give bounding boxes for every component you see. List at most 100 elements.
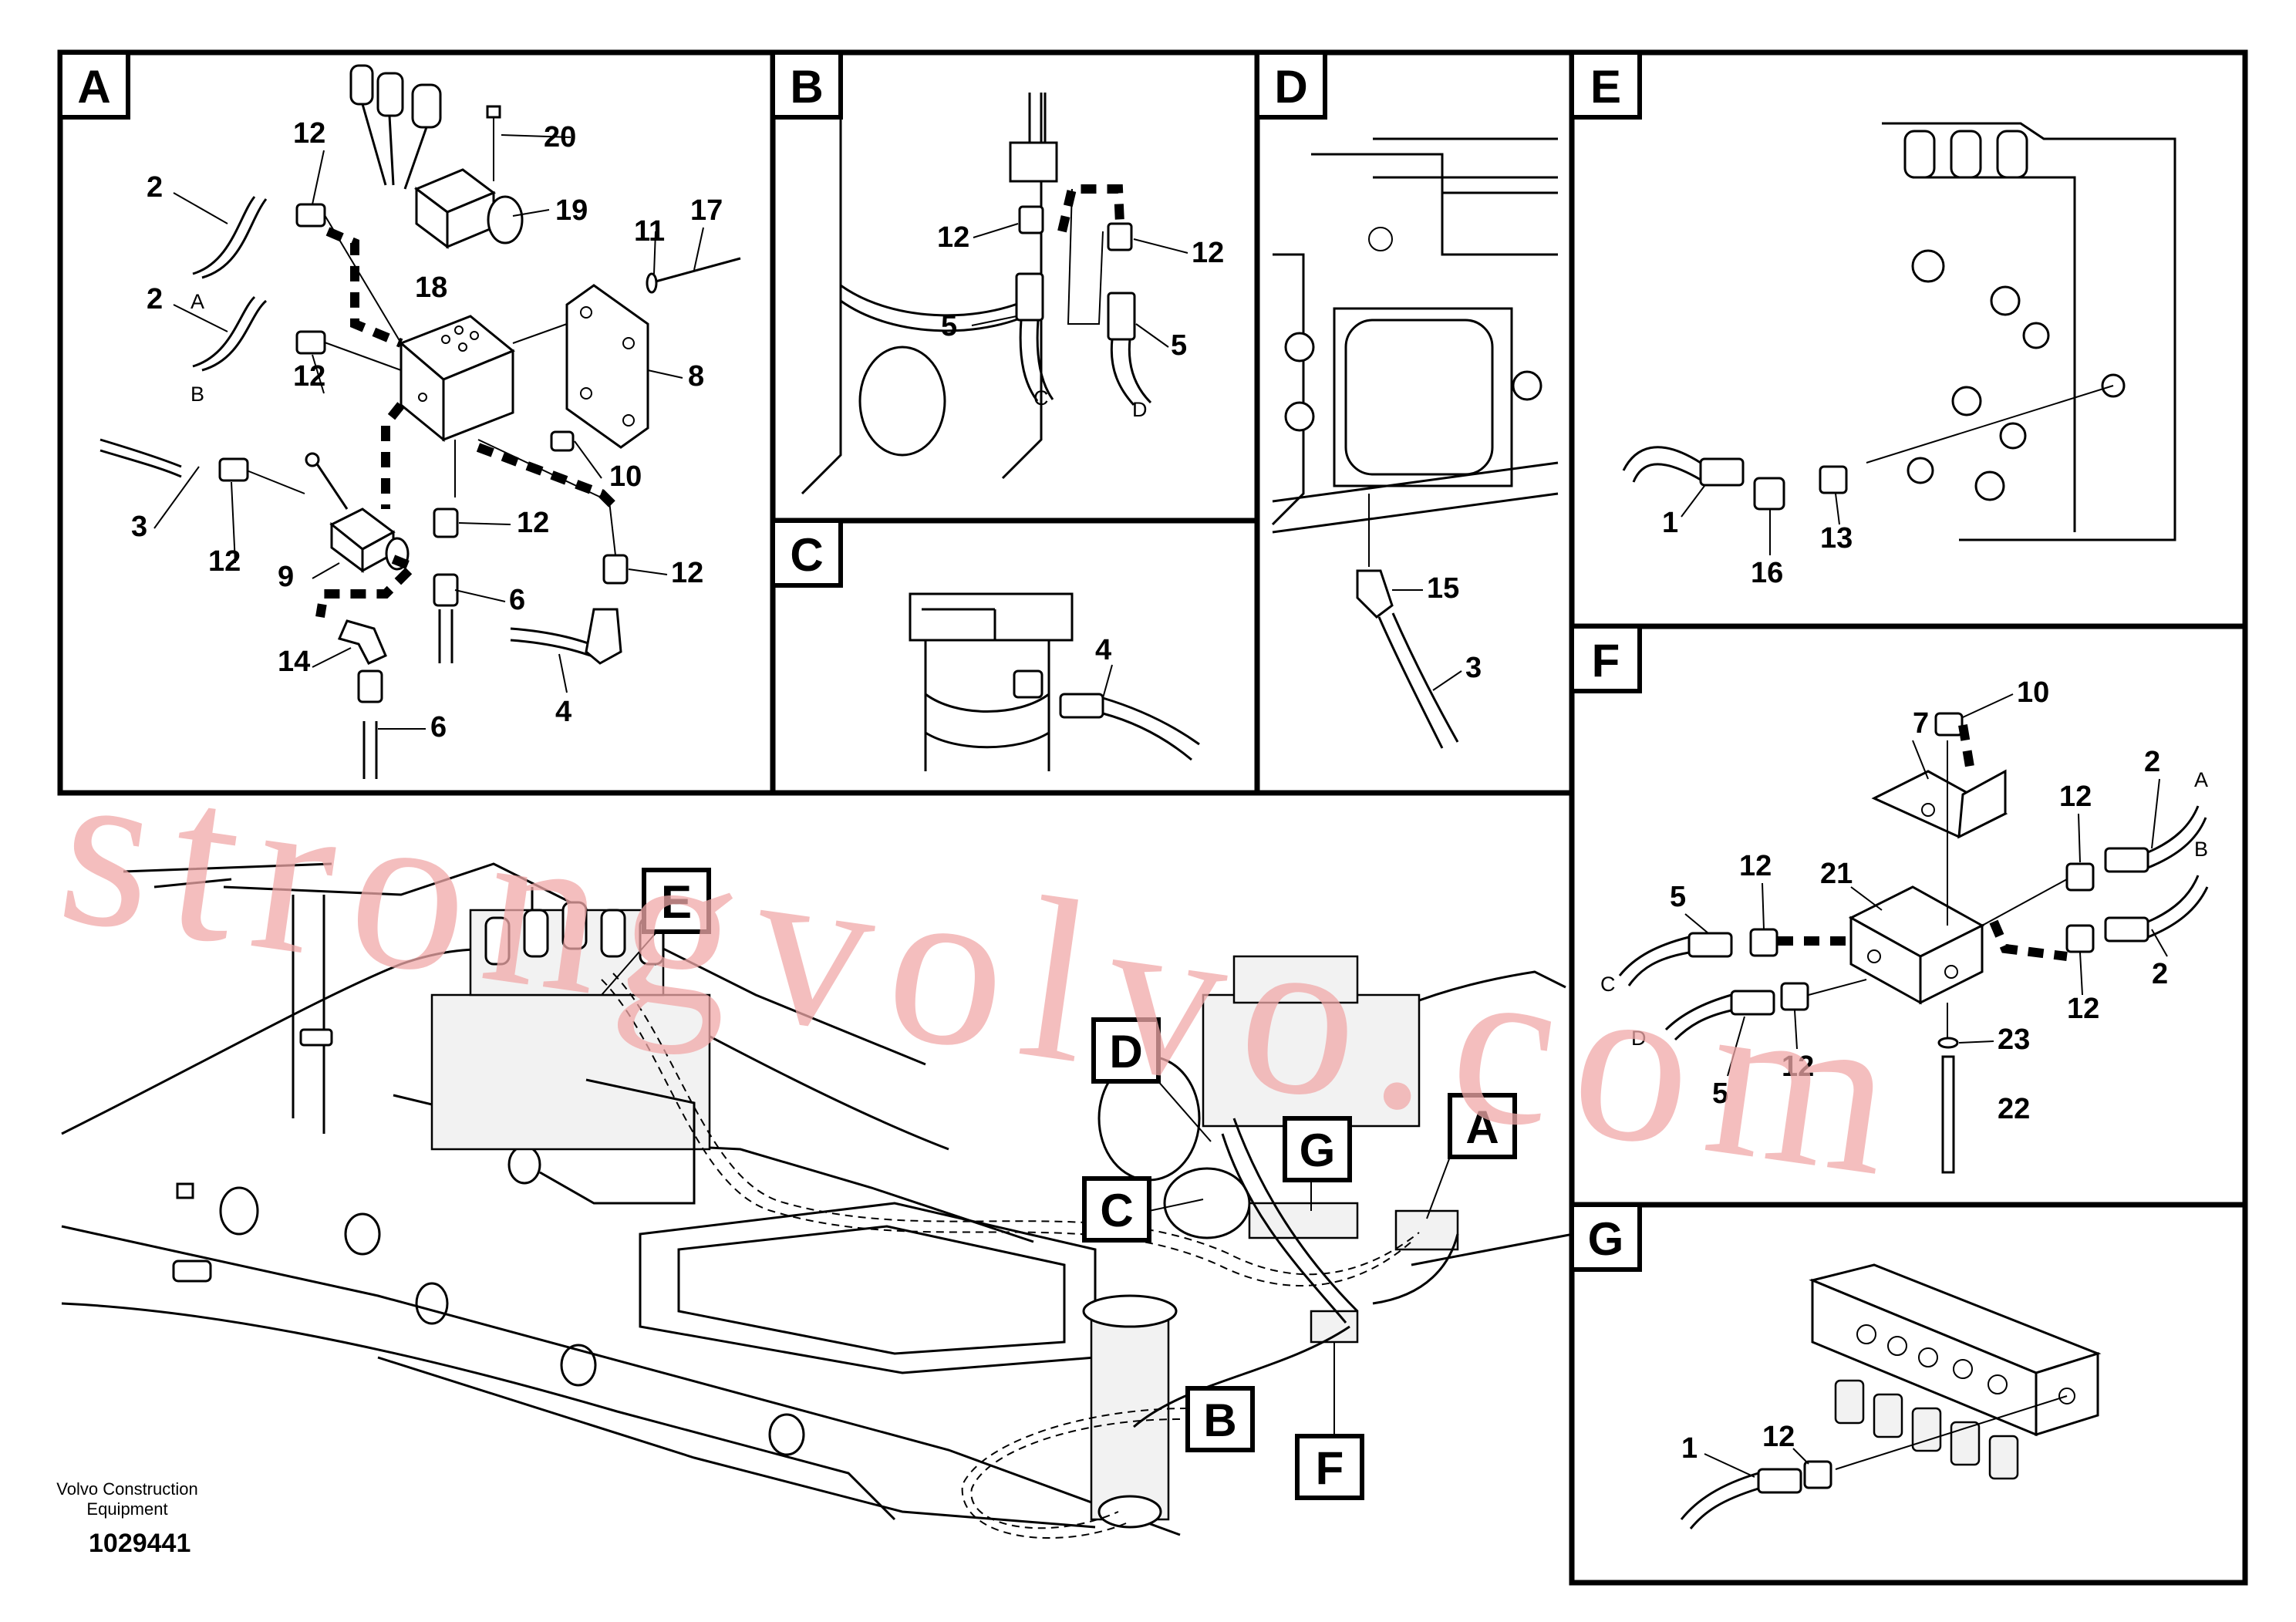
overview-frame bbox=[61, 862, 1574, 1539]
callout-f-2a: 2 bbox=[2144, 746, 2160, 778]
callout-f-10: 10 bbox=[2017, 676, 2049, 709]
callout-a-letter-b: B bbox=[190, 383, 204, 406]
overview-tag-a: A bbox=[1426, 1093, 1517, 1219]
panel-c-tag: C bbox=[770, 518, 843, 588]
overview-tag-e: E bbox=[601, 868, 711, 996]
svg-text:C: C bbox=[790, 529, 823, 581]
callout-a-2b: 2 bbox=[147, 283, 163, 315]
fitting-b-12a bbox=[1018, 205, 1044, 234]
callout-b-5a: 5 bbox=[941, 310, 957, 342]
control-valve-group bbox=[430, 993, 711, 1151]
fitting-b-12b bbox=[1107, 222, 1133, 251]
elbow-15 bbox=[1356, 569, 1394, 619]
overview-tag-c: C bbox=[1082, 1176, 1204, 1243]
callout-f-letter-d: D bbox=[1631, 1027, 1647, 1050]
callout-a-6a: 6 bbox=[509, 584, 525, 616]
elbow-14 bbox=[337, 619, 387, 665]
panel-f-drawing: 7 10 12 2 A B 12 21 5 C D 2 12 12 5 23 2… bbox=[1600, 676, 2209, 1174]
callout-d-15: 15 bbox=[1427, 572, 1459, 605]
callout-a-3: 3 bbox=[131, 511, 147, 543]
callout-f-5b: 5 bbox=[1712, 1077, 1728, 1110]
fitting-12-a bbox=[295, 203, 326, 228]
hydraulic-pump bbox=[1202, 993, 1421, 1128]
panel-g-tag: G bbox=[1569, 1202, 1642, 1272]
svg-text:D: D bbox=[1109, 1026, 1142, 1077]
hose-3 bbox=[99, 438, 182, 468]
callout-f-23: 23 bbox=[1998, 1023, 2030, 1056]
panel-g-frame bbox=[1569, 1202, 2248, 1586]
svg-text:A: A bbox=[77, 61, 110, 113]
overview-tag-g: G bbox=[1283, 1116, 1352, 1211]
callout-f-22: 22 bbox=[1998, 1093, 2030, 1125]
svg-text:D: D bbox=[1274, 61, 1307, 113]
overview-tag-f: F bbox=[1295, 1342, 1364, 1500]
callout-b-12b: 12 bbox=[1192, 237, 1224, 269]
callout-a-8: 8 bbox=[688, 360, 704, 393]
callout-e-16: 16 bbox=[1751, 557, 1783, 589]
callout-f-12b: 12 bbox=[1739, 850, 1772, 882]
screw-17 bbox=[655, 257, 741, 283]
fitting-12-d bbox=[433, 508, 459, 538]
panel-b-frame bbox=[770, 49, 1260, 524]
callout-f-7: 7 bbox=[1913, 707, 1929, 740]
svg-text:B: B bbox=[790, 61, 823, 113]
callout-a-2a: 2 bbox=[147, 171, 163, 204]
callout-f-21: 21 bbox=[1820, 858, 1853, 890]
washer-23 bbox=[1937, 1037, 1959, 1049]
svg-text:E: E bbox=[661, 876, 692, 928]
valve-19 bbox=[349, 64, 524, 249]
callout-a-9: 9 bbox=[278, 561, 294, 593]
callout-g-1: 1 bbox=[1681, 1432, 1698, 1465]
svg-text:F: F bbox=[1592, 635, 1620, 686]
callout-a-12c: 12 bbox=[208, 545, 241, 578]
tee-16 bbox=[1753, 477, 1785, 511]
svg-text:G: G bbox=[1588, 1213, 1624, 1265]
fitting-c bbox=[1013, 669, 1043, 699]
callout-a-12b: 12 bbox=[293, 360, 325, 393]
svg-text:B: B bbox=[1203, 1394, 1236, 1446]
overview-tag-d: D bbox=[1091, 1017, 1212, 1142]
screw-10 bbox=[550, 430, 575, 452]
callout-a-11: 11 bbox=[634, 215, 665, 248]
overview-tag-b: B bbox=[1185, 1386, 1255, 1452]
panel-a-tag: A bbox=[58, 50, 130, 120]
panel-f-tag: F bbox=[1569, 624, 1642, 693]
panel-d-drawing: 15 3 bbox=[1271, 137, 1559, 749]
panel-b-drawing: 12 12 5 5 C D bbox=[801, 93, 1224, 495]
block-18 bbox=[399, 315, 515, 443]
callout-a-12d: 12 bbox=[517, 507, 549, 539]
callout-e-13: 13 bbox=[1820, 522, 1853, 555]
panel-c-frame bbox=[770, 518, 1260, 796]
callout-a-12e: 12 bbox=[671, 557, 703, 589]
callout-f-12d: 12 bbox=[1782, 1050, 1814, 1083]
panel-e-drawing: 1 16 13 bbox=[1622, 122, 2176, 589]
callout-f-12a: 12 bbox=[2059, 781, 2092, 813]
svg-text:E: E bbox=[1590, 61, 1621, 113]
callout-e-1: 1 bbox=[1662, 507, 1678, 539]
callout-a-6b: 6 bbox=[430, 711, 447, 744]
callout-a-19: 19 bbox=[555, 194, 588, 227]
manifold-near-g bbox=[1248, 1202, 1359, 1239]
panel-c-drawing: 4 bbox=[909, 592, 1200, 771]
callout-c-4: 4 bbox=[1095, 634, 1111, 666]
callout-f-letter-b: B bbox=[2194, 838, 2208, 861]
callout-a-12a: 12 bbox=[293, 117, 325, 150]
svg-text:C: C bbox=[1100, 1185, 1133, 1236]
callout-g-12: 12 bbox=[1762, 1421, 1795, 1453]
callout-f-letter-a: A bbox=[2194, 768, 2208, 791]
fitting-12-c bbox=[218, 457, 249, 482]
svg-text:G: G bbox=[1300, 1125, 1336, 1176]
screw-f-10 bbox=[1934, 712, 1964, 737]
solenoid-9 bbox=[305, 452, 410, 573]
callout-a-letter-a: A bbox=[190, 290, 204, 313]
panel-g-drawing: 12 1 bbox=[1680, 1263, 2102, 1529]
bracket-b bbox=[1009, 141, 1058, 183]
callout-a-10: 10 bbox=[609, 460, 642, 493]
block-near-f bbox=[1310, 1310, 1359, 1344]
callout-f-12c: 12 bbox=[2067, 993, 2099, 1025]
panel-a-frame bbox=[57, 49, 776, 796]
callout-f-letter-c: C bbox=[1600, 973, 1616, 996]
fitting-g-12 bbox=[1803, 1460, 1832, 1489]
svg-text:F: F bbox=[1316, 1442, 1344, 1494]
cover-plate-8 bbox=[565, 284, 649, 449]
